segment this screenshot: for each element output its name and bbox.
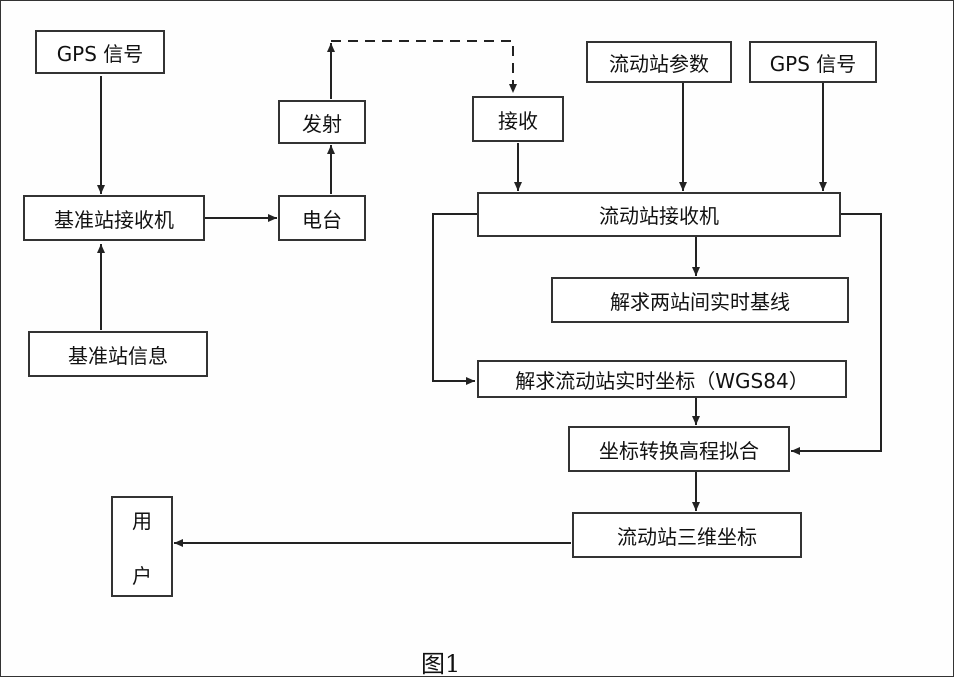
node-user-line2: 户 [132, 563, 152, 588]
node-rover-3d-coords: 流动站三维坐标 [572, 512, 802, 558]
node-base-receiver: 基准站接收机 [23, 195, 205, 241]
node-rover-params: 流动站参数 [586, 41, 732, 83]
node-solve-baseline: 解求两站间实时基线 [551, 277, 849, 323]
edge-wireless-link [331, 40, 517, 93]
node-gps-signal-left: GPS 信号 [35, 30, 165, 74]
node-transmit: 发射 [278, 100, 366, 144]
figure-caption: 图1 [421, 650, 461, 678]
node-radio: 电台 [278, 195, 366, 241]
node-user-line1: 用 [132, 508, 152, 533]
node-user: 用 户 [111, 496, 173, 597]
node-coord-transform: 坐标转换高程拟合 [568, 426, 790, 472]
node-rover-receiver: 流动站接收机 [477, 192, 841, 237]
edge-rover-receiver-to-transform [791, 213, 882, 455]
node-base-info: 基准站信息 [28, 331, 208, 377]
edge-rover-receiver-to-solve-coords [432, 213, 477, 385]
node-gps-signal-right: GPS 信号 [749, 41, 877, 83]
node-solve-rover-coords: 解求流动站实时坐标（WGS84） [477, 360, 847, 398]
node-receive: 接收 [472, 96, 564, 142]
